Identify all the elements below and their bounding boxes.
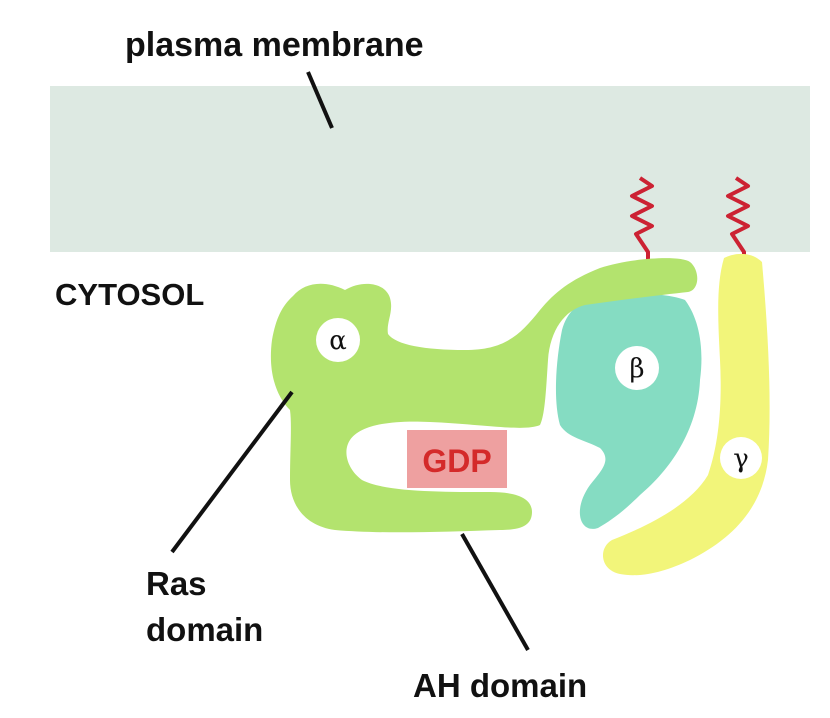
- gdp-box: [407, 430, 507, 488]
- cytosol-label: CYTOSOL: [55, 277, 204, 312]
- lipid-anchor-icon: [630, 176, 654, 262]
- gamma-subunit: [602, 253, 770, 576]
- beta-label-badge: [615, 346, 659, 390]
- beta-symbol: β: [629, 354, 644, 384]
- plasma-membrane-leader: [306, 71, 334, 129]
- gdp-label: GDP: [422, 443, 491, 479]
- beta-subunit: [555, 294, 702, 529]
- plasma-membrane-label: plasma membrane: [125, 26, 424, 64]
- ah-domain-leader: [460, 533, 530, 651]
- alpha-symbol: α: [329, 326, 347, 356]
- ras-domain-label-line2: domain: [146, 611, 263, 648]
- alpha-label-badge: [316, 318, 360, 362]
- ras-domain-label-line1: Ras: [146, 565, 207, 602]
- ah-domain-label: AH domain: [413, 667, 587, 704]
- gamma-label-badge: [720, 437, 762, 479]
- alpha-subunit: [270, 258, 698, 533]
- ras-domain-leader: [170, 390, 294, 554]
- lipid-anchor-icon: [726, 176, 750, 262]
- gamma-symbol: γ: [733, 444, 749, 474]
- plasma-membrane-band: [50, 86, 810, 252]
